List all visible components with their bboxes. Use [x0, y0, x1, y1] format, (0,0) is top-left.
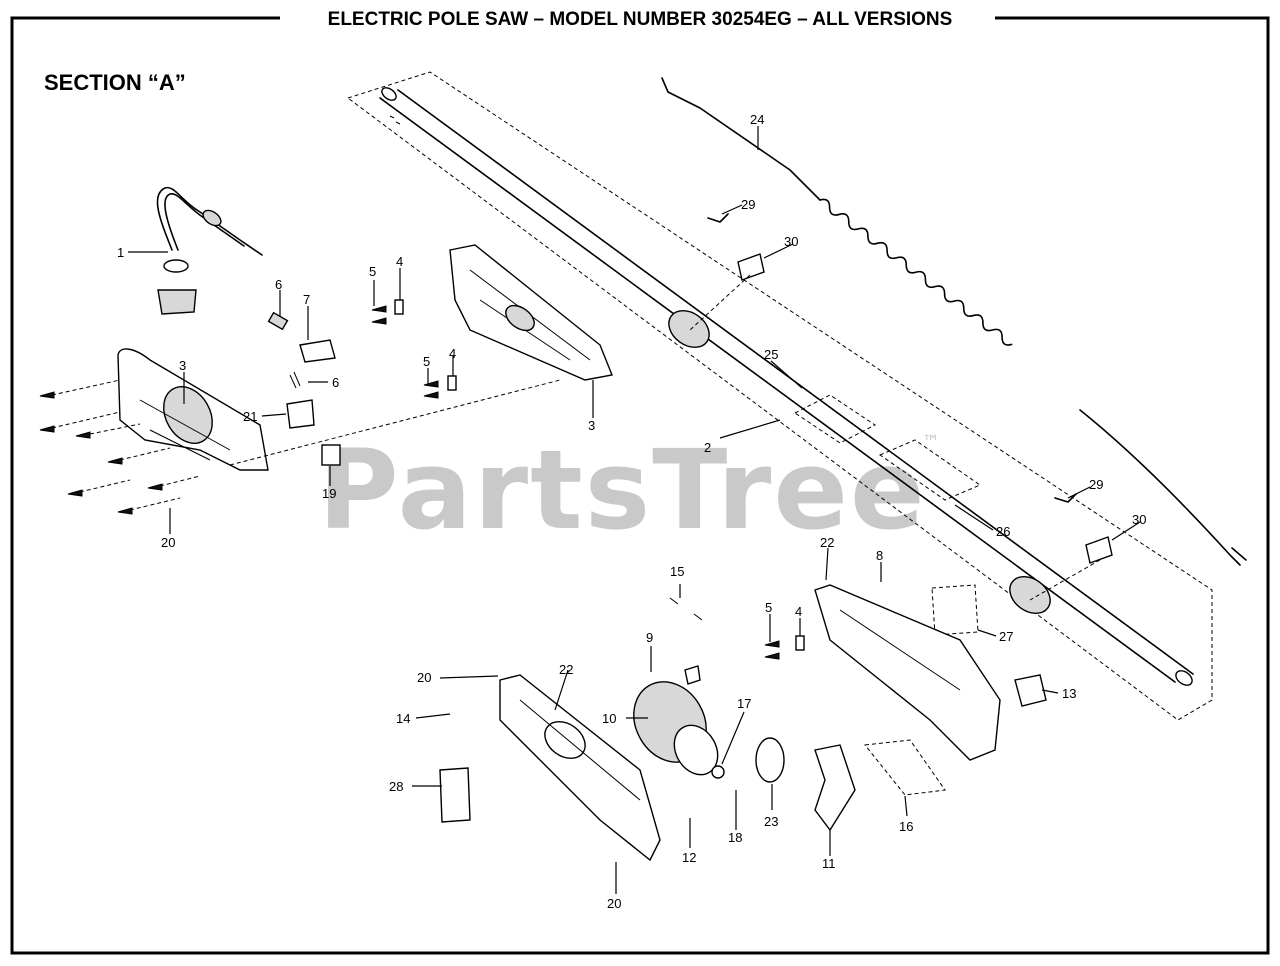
callout-4: 4	[396, 254, 403, 269]
callout-22: 22	[559, 662, 573, 677]
switch-parts	[229, 311, 561, 466]
callout-6: 6	[332, 375, 339, 390]
callout-10: 10	[602, 711, 616, 726]
callout-3: 3	[179, 358, 186, 373]
callout-7: 7	[303, 292, 310, 307]
callout-4: 4	[449, 346, 456, 361]
callout-19: 19	[322, 486, 336, 501]
callout-30: 30	[1132, 512, 1146, 527]
callout-5: 5	[369, 264, 376, 279]
callout-4: 4	[795, 604, 802, 619]
callout-9: 9	[646, 630, 653, 645]
callout-26: 26	[996, 524, 1010, 539]
callout-8: 8	[876, 548, 883, 563]
callout-25: 25	[764, 347, 778, 362]
callout-21: 21	[243, 409, 257, 424]
callout-24: 24	[750, 112, 764, 127]
watermark: PartsTree	[318, 426, 927, 554]
leader-lines	[128, 126, 1141, 894]
diagram-frame	[10, 16, 1270, 955]
callout-3: 3	[588, 418, 595, 433]
callout-30: 30	[784, 234, 798, 249]
callout-17: 17	[737, 696, 751, 711]
motor-housing-upper	[814, 584, 1001, 761]
callout-15: 15	[670, 564, 684, 579]
callout-20: 20	[607, 896, 621, 911]
callout-28: 28	[389, 779, 403, 794]
callout-13: 13	[1062, 686, 1076, 701]
diagram-title: ELECTRIC POLE SAW – MODEL NUMBER 30254EG…	[328, 9, 953, 30]
callout-5: 5	[423, 354, 430, 369]
callout-20: 20	[417, 670, 431, 685]
callout-6: 6	[275, 277, 282, 292]
label-25	[794, 394, 876, 444]
callout-14: 14	[396, 711, 410, 726]
callout-29: 29	[741, 197, 755, 212]
motor-small-parts	[439, 584, 1047, 832]
callouts: 1 2 3 3 4 4 4 5 5 5 6 6 7 8 9 10 11 12 1…	[117, 112, 1146, 911]
callout-16: 16	[899, 819, 913, 834]
pole-tube	[346, 71, 1213, 721]
section-label: SECTION “A”	[44, 70, 186, 95]
left-handle-half	[117, 348, 269, 471]
cord-clips	[689, 213, 1113, 601]
callout-12: 12	[682, 850, 696, 865]
callout-5: 5	[765, 600, 772, 615]
right-handle-half	[449, 244, 613, 381]
power-cord	[661, 77, 1247, 566]
callout-27: 27	[999, 629, 1013, 644]
callout-23: 23	[764, 814, 778, 829]
left-screws	[39, 379, 201, 515]
watermark-trademark: ™	[922, 432, 940, 453]
callout-22: 22	[820, 535, 834, 550]
callout-1: 1	[117, 245, 124, 260]
callout-20: 20	[161, 535, 175, 550]
switch-cord	[156, 186, 263, 315]
callout-11: 11	[822, 856, 836, 871]
callout-2: 2	[704, 440, 711, 455]
callout-18: 18	[728, 830, 742, 845]
motor	[633, 681, 719, 776]
callout-29: 29	[1089, 477, 1103, 492]
motor-housing-lower	[499, 674, 661, 862]
